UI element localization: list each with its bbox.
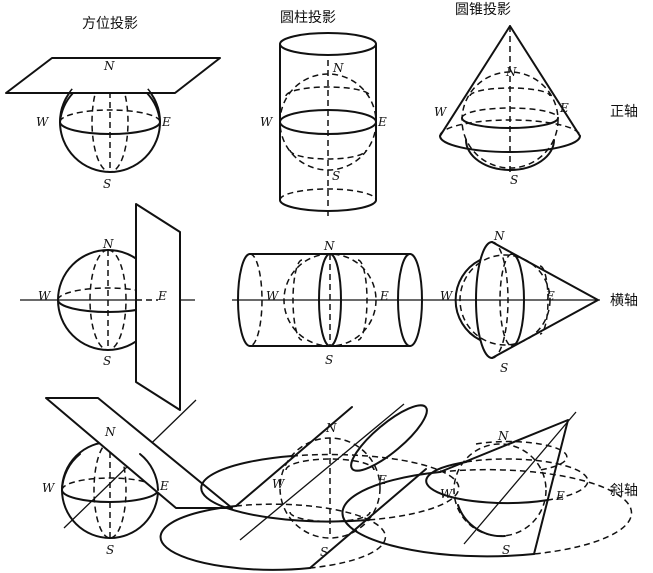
pole-w: W <box>42 481 56 495</box>
pole-w: W <box>260 115 274 129</box>
pole-s: S <box>103 177 111 191</box>
pole-w: W <box>440 289 454 303</box>
pole-n: N <box>102 237 114 251</box>
azimuthal-normal-figure: N S W E <box>5 57 221 191</box>
header-azimuthal: 方位投影 <box>82 16 138 32</box>
pole-s: S <box>332 169 340 183</box>
globe <box>459 254 551 346</box>
pole-n: N <box>103 59 115 73</box>
pole-w: W <box>434 105 448 119</box>
cylindrical-transverse-figure: N S W E <box>232 239 440 367</box>
pole-n: N <box>323 239 335 253</box>
pole-n: N <box>493 229 505 243</box>
pole-n: N <box>332 61 344 75</box>
pole-s: S <box>502 543 510 557</box>
projection-plane <box>45 397 233 509</box>
projection-plane <box>5 57 221 94</box>
pole-w: W <box>36 115 50 129</box>
header-cylindrical: 圆柱投影 <box>280 10 336 26</box>
pole-w: W <box>266 289 280 303</box>
pole-s: S <box>103 354 111 368</box>
pole-e: E <box>157 289 167 303</box>
conic-normal-figure: N S W E <box>434 25 581 187</box>
pole-w: W <box>440 487 454 501</box>
pole-s: S <box>500 361 508 375</box>
conic-oblique-figure: N S W E <box>341 411 633 558</box>
pole-e: E <box>159 479 169 493</box>
pole-n: N <box>104 425 116 439</box>
azimuthal-oblique-figure: N S W E <box>42 397 233 557</box>
pole-e: E <box>377 115 387 129</box>
pole-n: N <box>497 429 509 443</box>
pole-s: S <box>106 543 114 557</box>
pole-w: W <box>38 289 52 303</box>
pole-n: N <box>325 421 337 435</box>
conic-transverse-figure: N S W E <box>440 229 600 375</box>
pole-e: E <box>555 489 565 503</box>
row-label-normal: 正轴 <box>610 104 638 120</box>
pole-e: E <box>379 289 389 303</box>
pole-e: E <box>161 115 171 129</box>
cylindrical-oblique-figure: N S W E <box>159 403 460 571</box>
row-label-transverse: 横轴 <box>610 293 638 309</box>
projection-plane <box>135 203 181 411</box>
pole-s: S <box>510 173 518 187</box>
azimuthal-transverse-figure: N S W E <box>20 203 195 411</box>
pole-s: S <box>325 353 333 367</box>
header-conic: 圆锥投影 <box>455 2 511 18</box>
pole-e: E <box>559 101 569 115</box>
pole-s: S <box>320 545 328 559</box>
cylindrical-normal-figure: N S W E <box>260 32 387 218</box>
pole-e: E <box>545 289 555 303</box>
pole-n: N <box>505 65 517 79</box>
pole-w: W <box>272 477 286 491</box>
row-label-oblique: 斜轴 <box>610 483 638 499</box>
pole-e: E <box>377 473 387 487</box>
